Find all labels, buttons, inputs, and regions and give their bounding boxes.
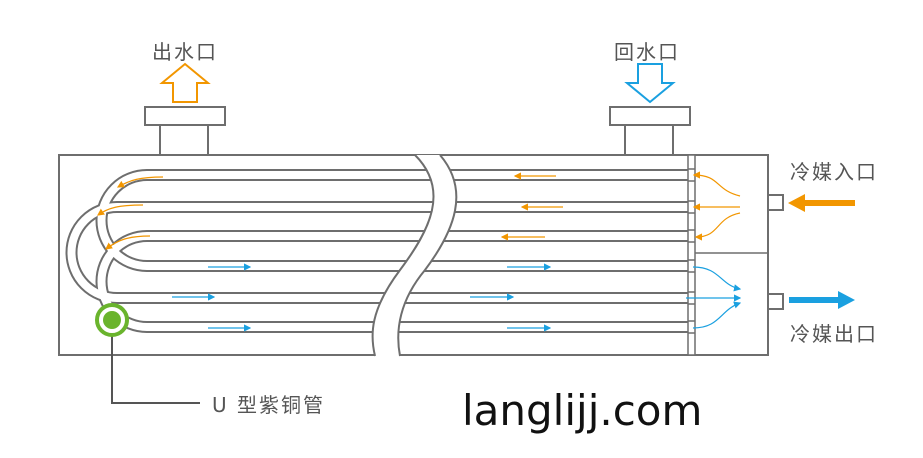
u-tube-leader-line: [111, 335, 200, 404]
refrigerant-inlet-label: 冷媒入口: [790, 160, 878, 184]
cold-flow-arrows: [172, 263, 742, 332]
water-return-arrow-icon: [624, 63, 676, 104]
water-out-arrow-icon: [159, 62, 211, 103]
u-tube-label: U 型紫铜管: [212, 393, 325, 417]
refrigerant-outlet-label: 冷媒出口: [790, 322, 878, 346]
hot-flow-arrows: [97, 171, 741, 250]
water-return-nozzle: [609, 106, 691, 156]
watermark: langlijj.com: [462, 386, 703, 435]
refrigerant-inlet-nozzle: [767, 194, 784, 211]
shell-break: [372, 155, 457, 356]
water-outlet-nozzle: [144, 106, 226, 156]
refrigerant-in-arrow-icon: [788, 194, 855, 212]
refrigerant-outlet-nozzle: [767, 293, 784, 310]
water-return-label: 回水口: [614, 40, 680, 64]
tube-sheet: [687, 154, 696, 356]
water-outlet-label: 出水口: [152, 40, 218, 64]
refrigerant-out-arrow-icon: [789, 291, 855, 309]
